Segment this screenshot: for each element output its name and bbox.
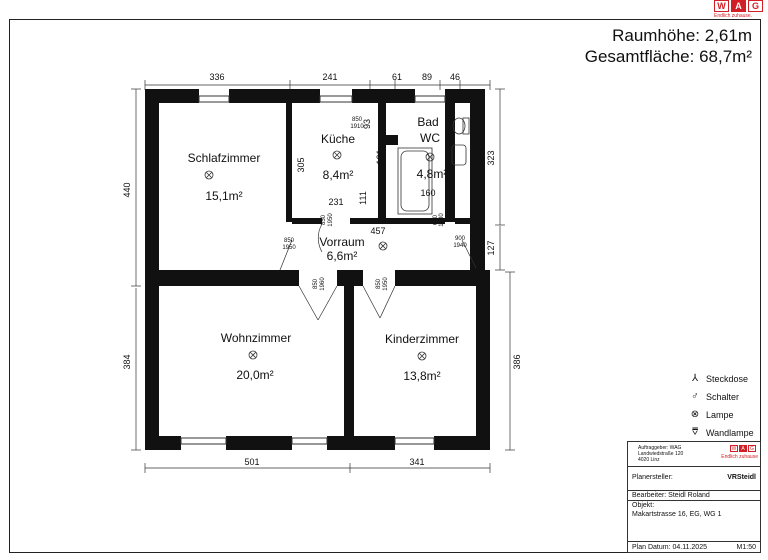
door-swings — [279, 223, 477, 321]
client-logo-caption: Endlich zuhause — [721, 454, 758, 460]
legend-item-socket: ⅄ Steckdose — [688, 373, 748, 384]
logo-letter-g: G — [748, 0, 763, 12]
legend-item-switch: ♂ Schalter — [688, 391, 739, 402]
door-6-height: 1960 — [320, 277, 326, 291]
door-2-height: 1950 — [328, 213, 334, 227]
room-height: Raumhöhe: 2,61m — [612, 26, 752, 45]
total-area: Gesamtfläche: 68,7m² — [584, 47, 752, 66]
editor-row: Bearbeiter: Steidl Roland — [628, 490, 760, 500]
wall-lamp-icon: ⩢ — [691, 427, 699, 438]
room-bad-name: Bad — [417, 115, 438, 129]
windows — [180, 95, 446, 445]
room-kinderzimmer-name: Kinderzimmer — [385, 332, 459, 346]
dim-top-3: 61 — [392, 72, 402, 82]
room-kueche-area: 8,4m² — [323, 168, 354, 182]
dim-top-5: 46 — [450, 72, 460, 82]
object-value: Makartstrasse 16, EG, WG 1 — [632, 511, 722, 518]
toilet — [452, 117, 470, 135]
planer-row: Planersteller: VRSteidl — [628, 466, 760, 490]
door-5-height: 1940 — [453, 243, 467, 249]
plan-scale: M1:50 — [736, 544, 756, 551]
dim-left-lower: 384 — [122, 354, 132, 369]
lamps — [204, 150, 435, 361]
planer-logo: VRSteidl — [727, 474, 756, 481]
planer-label: Planersteller: — [632, 474, 673, 481]
room-schlafzimmer-name: Schlafzimmer — [188, 151, 261, 165]
logo-letter-w: W — [730, 445, 738, 452]
dimension-labels: 336 241 61 89 46 440 384 323 127 386 501… — [122, 72, 522, 467]
dim-bottom-2: 341 — [409, 457, 424, 467]
dim-inner-93: 93 — [362, 119, 372, 129]
dim-inner-160: 160 — [420, 188, 435, 198]
legend-label: Steckdose — [706, 373, 749, 384]
dim-right-small: 127 — [486, 240, 496, 255]
dim-inner-457: 457 — [370, 226, 385, 236]
dim-inner-305: 305 — [296, 157, 306, 172]
dim-inner-111: 111 — [358, 191, 368, 205]
room-wohnzimmer-name: Wohnzimmer — [221, 331, 291, 345]
object-label: Objekt: — [632, 502, 655, 509]
door-7-height: 1950 — [383, 277, 389, 291]
logo-letter-a: A — [739, 445, 747, 452]
door-3-width: 640 — [433, 214, 439, 225]
bathtub — [397, 147, 433, 215]
room-labels: Schlafzimmer 15,1m² Küche 8,4m² Bad WC 4… — [188, 115, 459, 383]
dimension-lines — [131, 80, 515, 473]
room-bad-name2: WC — [420, 131, 440, 145]
dim-top-1: 336 — [209, 72, 224, 82]
walls — [145, 89, 490, 450]
legend-item-wall-lamp: ⩢ Wandlampe — [688, 427, 754, 438]
client-line: 4020 Linz — [638, 457, 660, 463]
legend-label: Schalter — [706, 391, 740, 402]
room-vorraum-area: 6,6m² — [327, 249, 358, 263]
date-row: Plan Datum: 04.11.2025 M1:50 — [628, 541, 760, 553]
door-2-width: 850 — [321, 214, 327, 225]
door-1-height: 1910 — [350, 124, 364, 130]
legend-label: Lampe — [706, 409, 734, 420]
room-kinderzimmer-area: 13,8m² — [403, 369, 440, 383]
editor-name: Bearbeiter: Steidl Roland — [632, 492, 710, 499]
client-logo: W A G — [730, 445, 756, 452]
logo-slogan: Endlich zuhause. — [714, 13, 753, 19]
client-info: Auftraggeber: WAG Landwiedstraße 120 402… — [638, 445, 683, 463]
object-row: Objekt: Makartstrasse 16, EG, WG 1 — [628, 500, 760, 520]
door-6-width: 850 — [313, 278, 319, 289]
door-1-width: 850 — [352, 117, 363, 123]
door-3-height: 1930 — [439, 213, 445, 227]
dim-inner-101: 101 — [375, 149, 385, 164]
plan-date: Plan Datum: 04.11.2025 — [632, 544, 707, 551]
door-4-width: 850 — [284, 238, 295, 244]
wag-logo: W A G Endlich zuhause. — [714, 0, 768, 24]
washbasin — [451, 144, 467, 166]
drawing-frame — [9, 19, 761, 553]
room-vorraum-name: Vorraum — [319, 235, 364, 249]
room-kueche-name: Küche — [321, 132, 355, 146]
legend-item-lamp: ⊗ Lampe — [688, 409, 734, 420]
door-5-width: 900 — [455, 236, 466, 242]
lamp-icon: ⊗ — [690, 409, 700, 420]
door-4-height: 1950 — [282, 245, 296, 251]
title-block: Auftraggeber: WAG Landwiedstraße 120 402… — [627, 441, 761, 553]
client-line: Auftraggeber: WAG — [638, 445, 682, 451]
dim-top-2: 241 — [322, 72, 337, 82]
room-schlafzimmer-area: 15,1m² — [205, 189, 242, 203]
dim-right-upper: 323 — [486, 150, 496, 165]
client-line: Landwiedstraße 120 — [638, 451, 684, 457]
door-labels: 850 1910 850 1950 640 1930 850 1950 900 … — [282, 117, 467, 291]
legend-label: Wandlampe — [706, 427, 754, 438]
logo-letter-g: G — [748, 445, 756, 452]
dim-top-4: 89 — [422, 72, 432, 82]
dim-left-upper: 440 — [122, 182, 132, 197]
room-wohnzimmer-area: 20,0m² — [236, 368, 273, 382]
logo-letter-w: W — [714, 0, 729, 12]
room-bad-area: 4,8m² — [417, 167, 448, 181]
dim-inner-231: 231 — [328, 197, 343, 207]
door-7-width: 850 — [376, 278, 382, 289]
logo-letter-a: A — [731, 0, 746, 12]
dim-bottom-1: 501 — [244, 457, 259, 467]
dim-right-lower: 386 — [512, 354, 522, 369]
socket-icon: ⅄ — [691, 373, 699, 384]
switch-icon: ♂ — [691, 391, 699, 402]
